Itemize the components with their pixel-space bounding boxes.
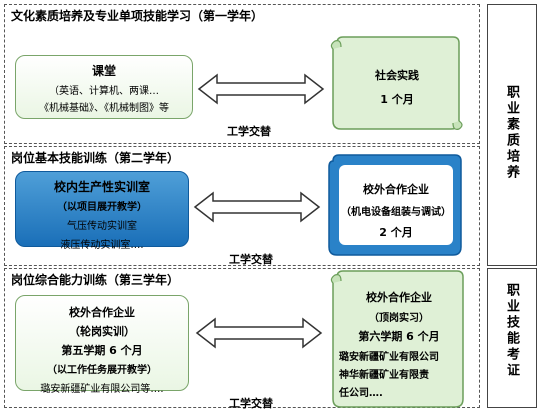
double-arrow [193,191,321,223]
box-line: 校外合作企业 [366,291,432,304]
classroom-box: 课堂 （英语、计算机、两课… 《机械基础》、《机械制图》等 [15,55,193,119]
arrow-label: 工学交替 [229,397,273,410]
double-arrow [197,73,325,105]
box-line: （机电设备组装与调试） [341,207,451,218]
box-line: 1 个月 [380,93,414,106]
arrow-label: 工学交替 [227,125,271,138]
box-line: 任公司…. [339,388,383,399]
rotation-box: 校外合作企业 （轮岗实训） 第五学期 6 个月 （以工作任务展开教学） 璐安新疆… [15,295,189,395]
side-label-skills: 职业技能考证 [487,268,537,408]
section-year-2: 岗位基本技能训练（第二学年） 校内生产性实训室 （以项目展开教学） 气压传动实训… [4,146,480,266]
box-line: 璐安新疆矿业有限公司 [339,352,439,363]
enterprise-scroll [328,154,462,256]
box-line: （顶岗实习） [369,313,429,324]
box-title: 校内生产性实训室 [53,180,150,194]
section-title: 岗位综合能力训练（第三学年） [11,273,180,287]
enterprise-text: 校外合作企业 （机电设备组装与调试） 2 个月 [339,181,453,240]
box-line: 社会实践 [375,69,419,82]
section-year-3: 岗位综合能力训练（第三学年） 校外合作企业 （轮岗实训） 第五学期 6 个月 （… [4,268,480,410]
box-line: （轮岗实训） [69,325,135,338]
side-label-text: 职业技能考证 [504,283,519,379]
box-line: （英语、计算机、两课… [49,86,159,97]
social-practice-text: 社会实践 1 个月 [335,67,459,107]
box-line: （以工作任务展开教学） [47,365,157,376]
box-line: 校外合作企业 [69,306,135,319]
box-line: 校外合作企业 [363,183,429,196]
box-line: 神华新疆矿业有限责 [339,370,429,381]
box-subtitle: （以项目展开教学） [57,202,147,213]
box-line: 液压传动实训室…. [60,240,144,251]
box-title: 课堂 [91,64,116,78]
arrow-label: 工学交替 [229,253,273,266]
section-title: 岗位基本技能训练（第二学年） [11,151,180,165]
section-year-1: 文化素质培养及专业单项技能学习（第一学年） 课堂 （英语、计算机、两课… 《机械… [4,4,480,144]
section-title: 文化素质培养及专业单项技能学习（第一学年） [11,9,264,23]
side-label-quality: 职业素质培养 [487,4,537,266]
box-line: 2 个月 [379,226,413,239]
internship-scroll [330,270,464,408]
box-line: 第五学期 6 个月 [61,344,143,357]
campus-lab-box: 校内生产性实训室 （以项目展开教学） 气压传动实训室 液压传动实训室…. [15,171,189,251]
box-line: 气压传动实训室 [67,221,137,232]
box-line: 璐安新疆矿业有限公司等…. [40,384,164,395]
box-line: 第六学期 6 个月 [358,330,440,343]
double-arrow [195,317,323,349]
box-line: 《机械基础》、《机械制图》等 [39,103,169,114]
internship-text: 校外合作企业 （顶岗实习） 第六学期 6 个月 璐安新疆矿业有限公司 神华新疆矿… [335,289,463,399]
side-label-text: 职业素质培养 [504,85,519,181]
social-practice-scroll [330,36,463,130]
